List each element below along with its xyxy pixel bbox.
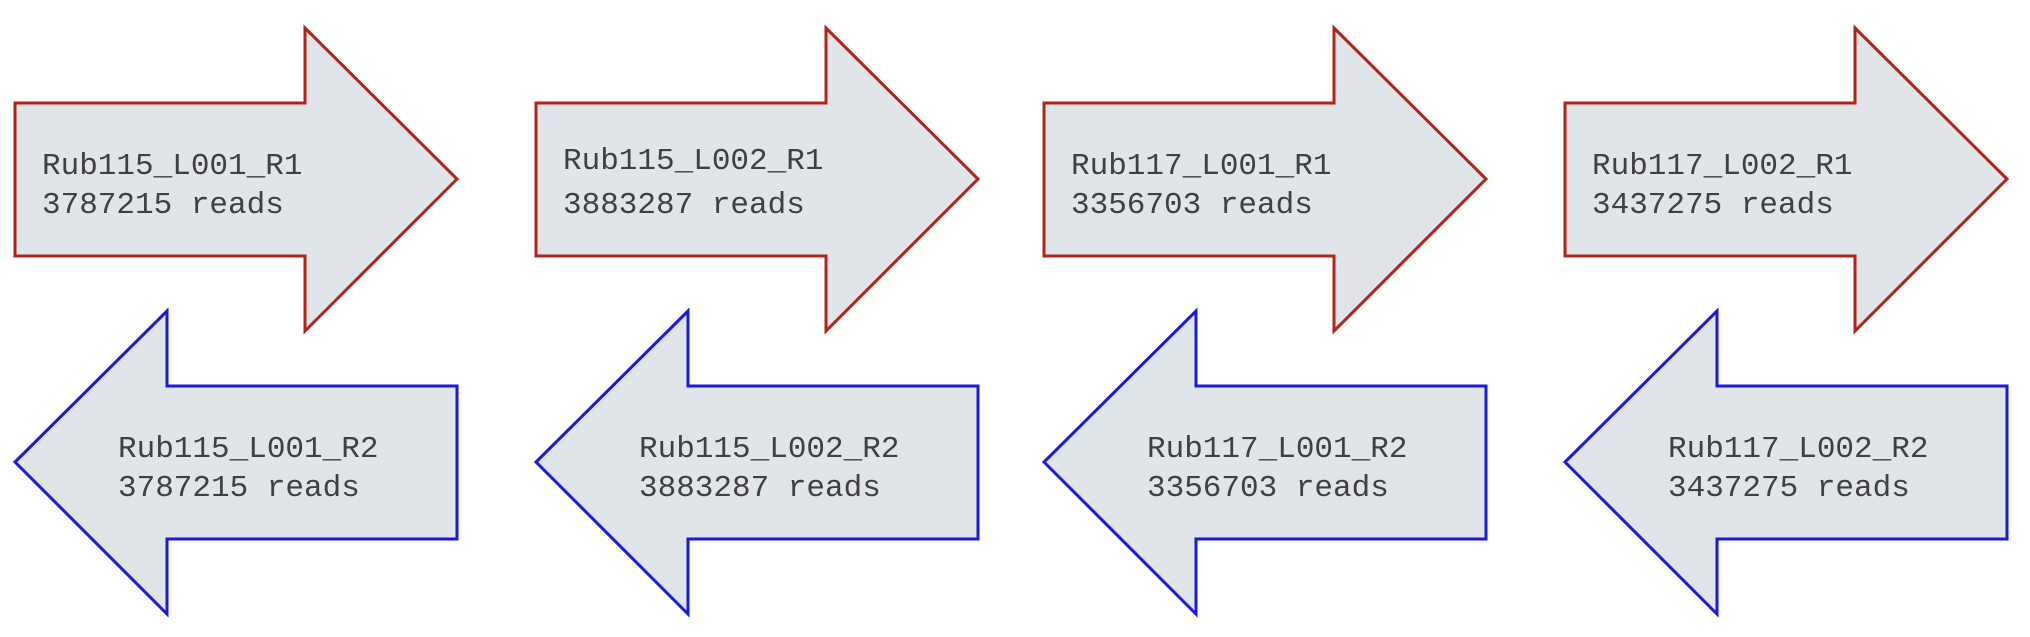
reverse-arrow-3-shape bbox=[1041, 307, 1488, 618]
forward-arrow-2-reads: 3883287 reads bbox=[563, 188, 805, 223]
forward-arrow-4-name: Rub117_L002_R1 bbox=[1592, 149, 1852, 184]
forward-arrow-2-shape bbox=[534, 24, 981, 335]
reverse-arrow-1-shape bbox=[12, 307, 459, 618]
forward-arrow-3-shape bbox=[1042, 24, 1489, 335]
reverse-arrow-3-reads: 3356703 reads bbox=[1147, 471, 1389, 506]
reverse-arrow-2-shape bbox=[533, 307, 980, 618]
forward-arrow-3-name: Rub117_L001_R1 bbox=[1071, 149, 1331, 184]
reverse-arrow-1-reads: 3787215 reads bbox=[118, 471, 360, 506]
forward-arrow-2-name: Rub115_L002_R1 bbox=[563, 144, 823, 179]
forward-arrow-1: Rub115_L001_R1 3787215 reads bbox=[13, 24, 460, 335]
forward-arrow-4-shape bbox=[1563, 24, 2010, 335]
forward-arrow-3-reads: 3356703 reads bbox=[1071, 188, 1313, 223]
forward-arrow-4-reads: 3437275 reads bbox=[1592, 188, 1834, 223]
reverse-arrow-2-name: Rub115_L002_R2 bbox=[639, 432, 899, 467]
reverse-arrow-4-name: Rub117_L002_R2 bbox=[1668, 432, 1928, 467]
reverse-arrow-4-reads: 3437275 reads bbox=[1668, 471, 1910, 506]
forward-arrow-1-name: Rub115_L001_R1 bbox=[42, 149, 302, 184]
forward-arrow-1-reads: 3787215 reads bbox=[42, 188, 284, 223]
forward-arrow-1-shape bbox=[13, 24, 460, 335]
reverse-arrow-4-shape bbox=[1562, 307, 2009, 618]
forward-arrow-3: Rub117_L001_R1 3356703 reads bbox=[1042, 24, 1489, 335]
reverse-arrow-1: Rub115_L001_R2 3787215 reads bbox=[12, 307, 459, 618]
reverse-arrow-1-name: Rub115_L001_R2 bbox=[118, 432, 378, 467]
forward-arrow-4: Rub117_L002_R1 3437275 reads bbox=[1563, 24, 2010, 335]
reverse-arrow-2: Rub115_L002_R2 3883287 reads bbox=[533, 307, 980, 618]
forward-arrow-2: Rub115_L002_R1 3883287 reads bbox=[534, 24, 981, 335]
reverse-arrow-2-reads: 3883287 reads bbox=[639, 471, 881, 506]
reverse-arrow-4: Rub117_L002_R2 3437275 reads bbox=[1562, 307, 2009, 618]
reverse-arrow-3: Rub117_L001_R2 3356703 reads bbox=[1041, 307, 1488, 618]
reverse-arrow-3-name: Rub117_L001_R2 bbox=[1147, 432, 1407, 467]
